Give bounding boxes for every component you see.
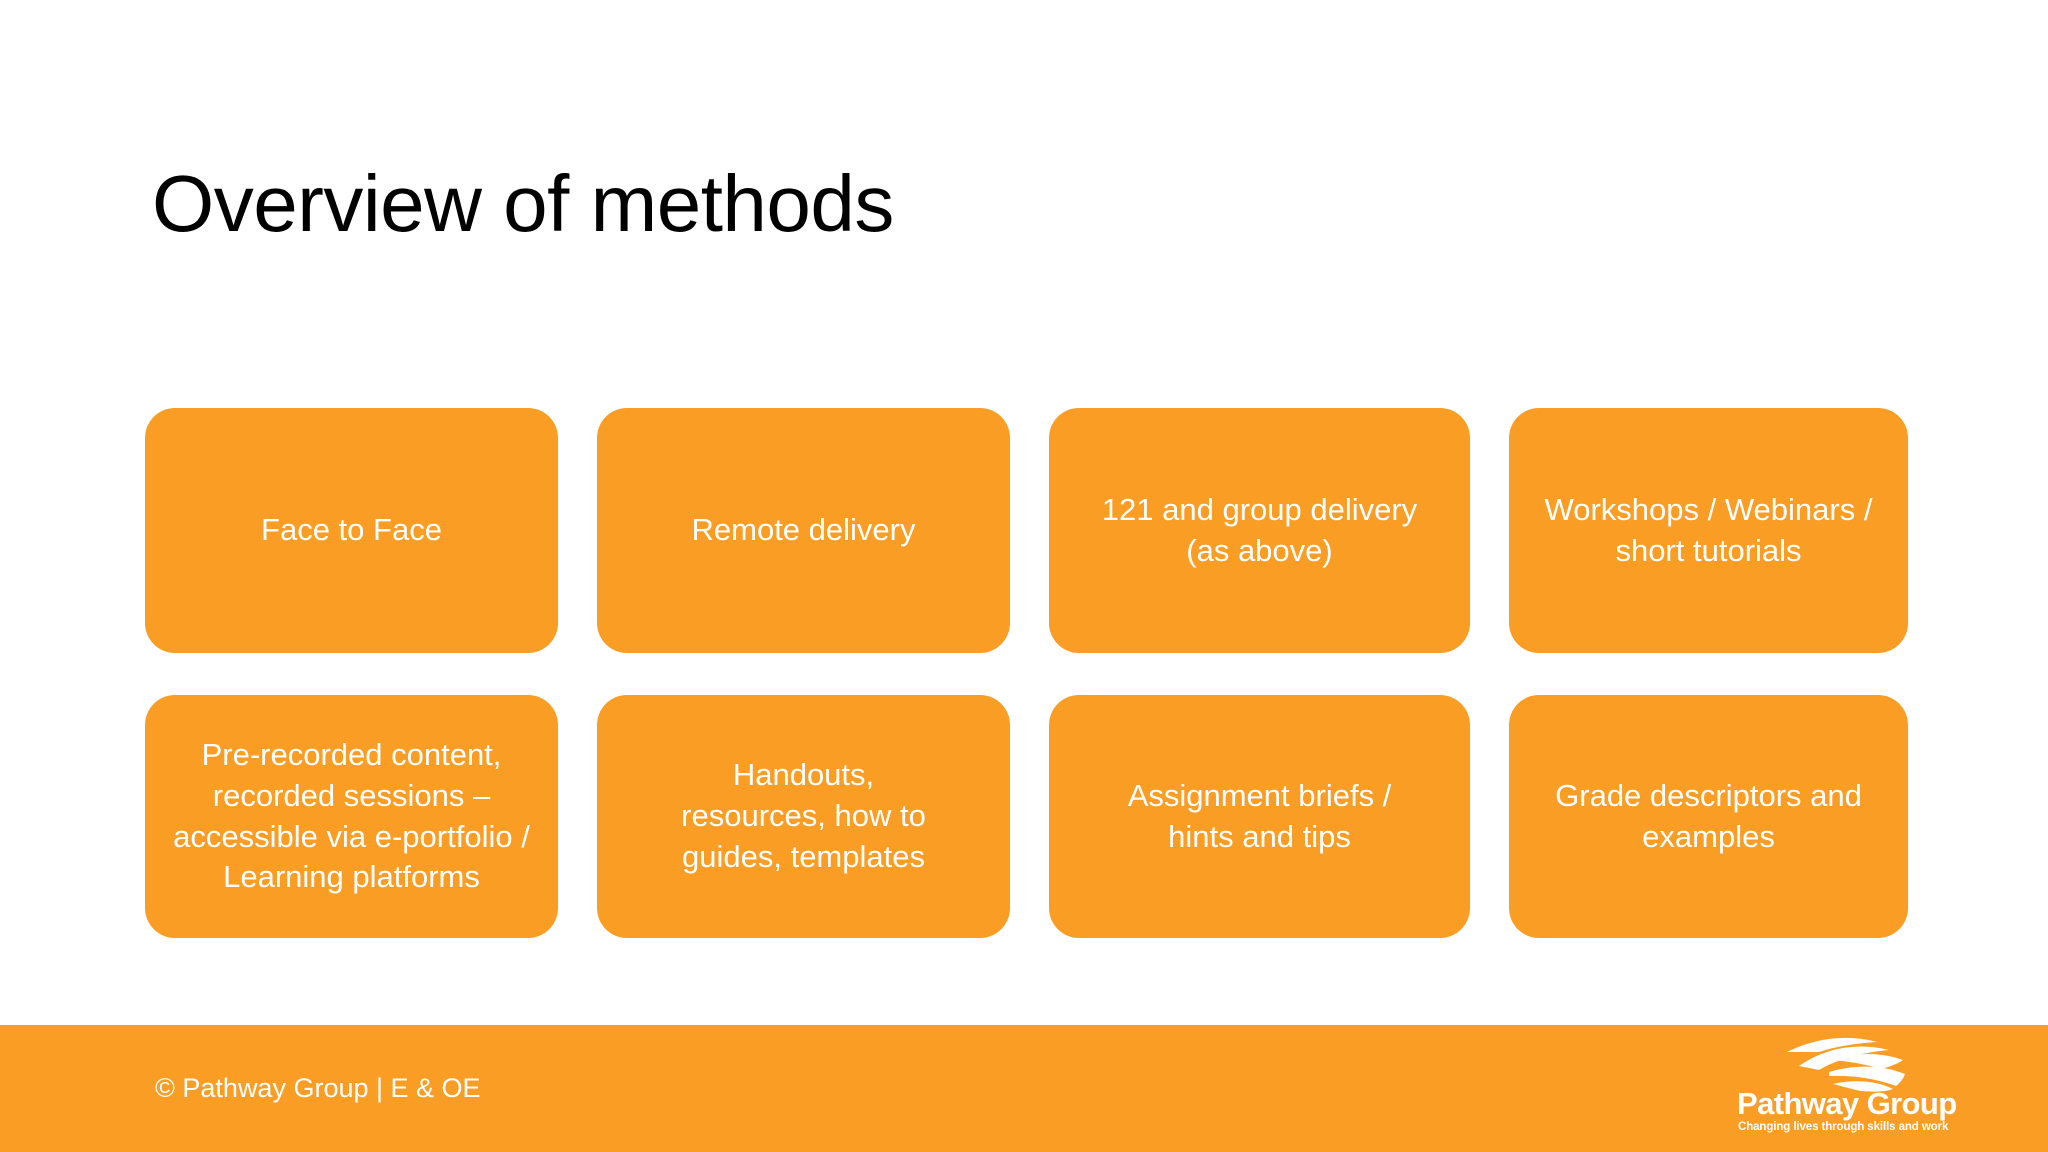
method-card-121-and-group-delivery[interactable]: 121 and group delivery (as above) <box>1049 408 1470 653</box>
method-card-label: Face to Face <box>261 512 442 548</box>
method-card-remote-delivery[interactable]: Remote delivery <box>597 408 1010 653</box>
logo-tagline: Changing lives through skills and work <box>1738 1121 1949 1133</box>
method-card-assignment-briefs[interactable]: Assignment briefs / hints and tips <box>1049 695 1470 938</box>
method-card-label: Grade descriptors and examples <box>1555 777 1862 854</box>
method-card-face-to-face[interactable]: Face to Face <box>145 408 558 653</box>
pathway-group-logo: Pathway Group Changing lives through ski… <box>1737 1030 1957 1140</box>
method-card-pre-recorded-content[interactable]: Pre-recorded content, recorded sessions … <box>145 695 558 938</box>
method-card-label: 121 and group delivery (as above) <box>1101 491 1418 568</box>
method-card-handouts-resources[interactable]: Handouts, resources, how to guides, temp… <box>597 695 1010 938</box>
method-card-workshops-webinars[interactable]: Workshops / Webinars / short tutorials <box>1509 408 1908 653</box>
footer-bar <box>0 1025 2048 1152</box>
footer-copyright: © Pathway Group | E & OE <box>155 1073 481 1103</box>
method-card-label: Remote delivery <box>691 512 916 548</box>
method-card-label: Handouts, resources, how to guides, temp… <box>681 757 926 874</box>
method-card-label: Assignment briefs / hints and tips <box>1127 777 1392 854</box>
swoosh-icon <box>1787 1037 1905 1092</box>
methods-grid: Face to Face Remote delivery 121 and gro… <box>145 408 1908 938</box>
method-card-label: Workshops / Webinars / short tutorials <box>1544 491 1873 568</box>
page-title: Overview of methods <box>152 158 894 248</box>
method-card-label: Pre-recorded content, recorded sessions … <box>173 736 530 895</box>
logo-wordmark: Pathway Group <box>1737 1086 1957 1121</box>
method-card-grade-descriptors[interactable]: Grade descriptors and examples <box>1509 695 1908 938</box>
